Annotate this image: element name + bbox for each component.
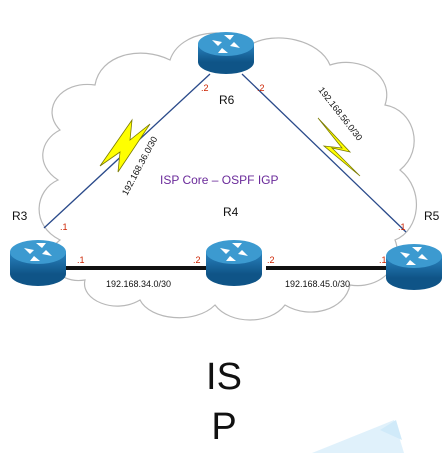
caption-line-1: IS — [206, 356, 242, 398]
serial-bolt-right-icon — [317, 117, 361, 177]
caption-line-2: P — [211, 406, 237, 448]
router-r5-icon[interactable] — [386, 244, 442, 290]
subnet-label-45: 192.168.45.0/30 — [285, 279, 351, 289]
port-label-r5-left: .1 — [379, 255, 387, 265]
port-label-r4-left: .2 — [193, 255, 201, 265]
router-r6-icon[interactable] — [198, 32, 254, 74]
port-label-r6-right: .2 — [257, 83, 265, 93]
core-title: ISP Core – OSPF IGP — [160, 173, 279, 187]
router-r5-name: R5 — [424, 209, 440, 223]
link-r6-r5 — [241, 73, 407, 233]
router-r3-name: R3 — [12, 209, 28, 223]
serial-bolt-left-icon — [99, 118, 151, 173]
subnet-label-34: 192.168.34.0/30 — [106, 279, 172, 289]
port-label-r3-right: .1 — [77, 255, 85, 265]
port-label-r3-top: .1 — [60, 222, 68, 232]
port-label-r6-left: .2 — [201, 83, 209, 93]
router-r4-name: R4 — [223, 205, 239, 219]
router-r4-icon[interactable] — [206, 240, 262, 286]
port-label-r4-right: .2 — [267, 255, 275, 265]
port-label-r5-top: .1 — [398, 222, 406, 232]
watermark-arrow-icon — [312, 420, 404, 453]
router-r6-name: R6 — [219, 93, 235, 107]
subnet-label-56: 192.168.56.0/30 — [316, 85, 364, 142]
router-r3-icon[interactable] — [10, 240, 66, 286]
